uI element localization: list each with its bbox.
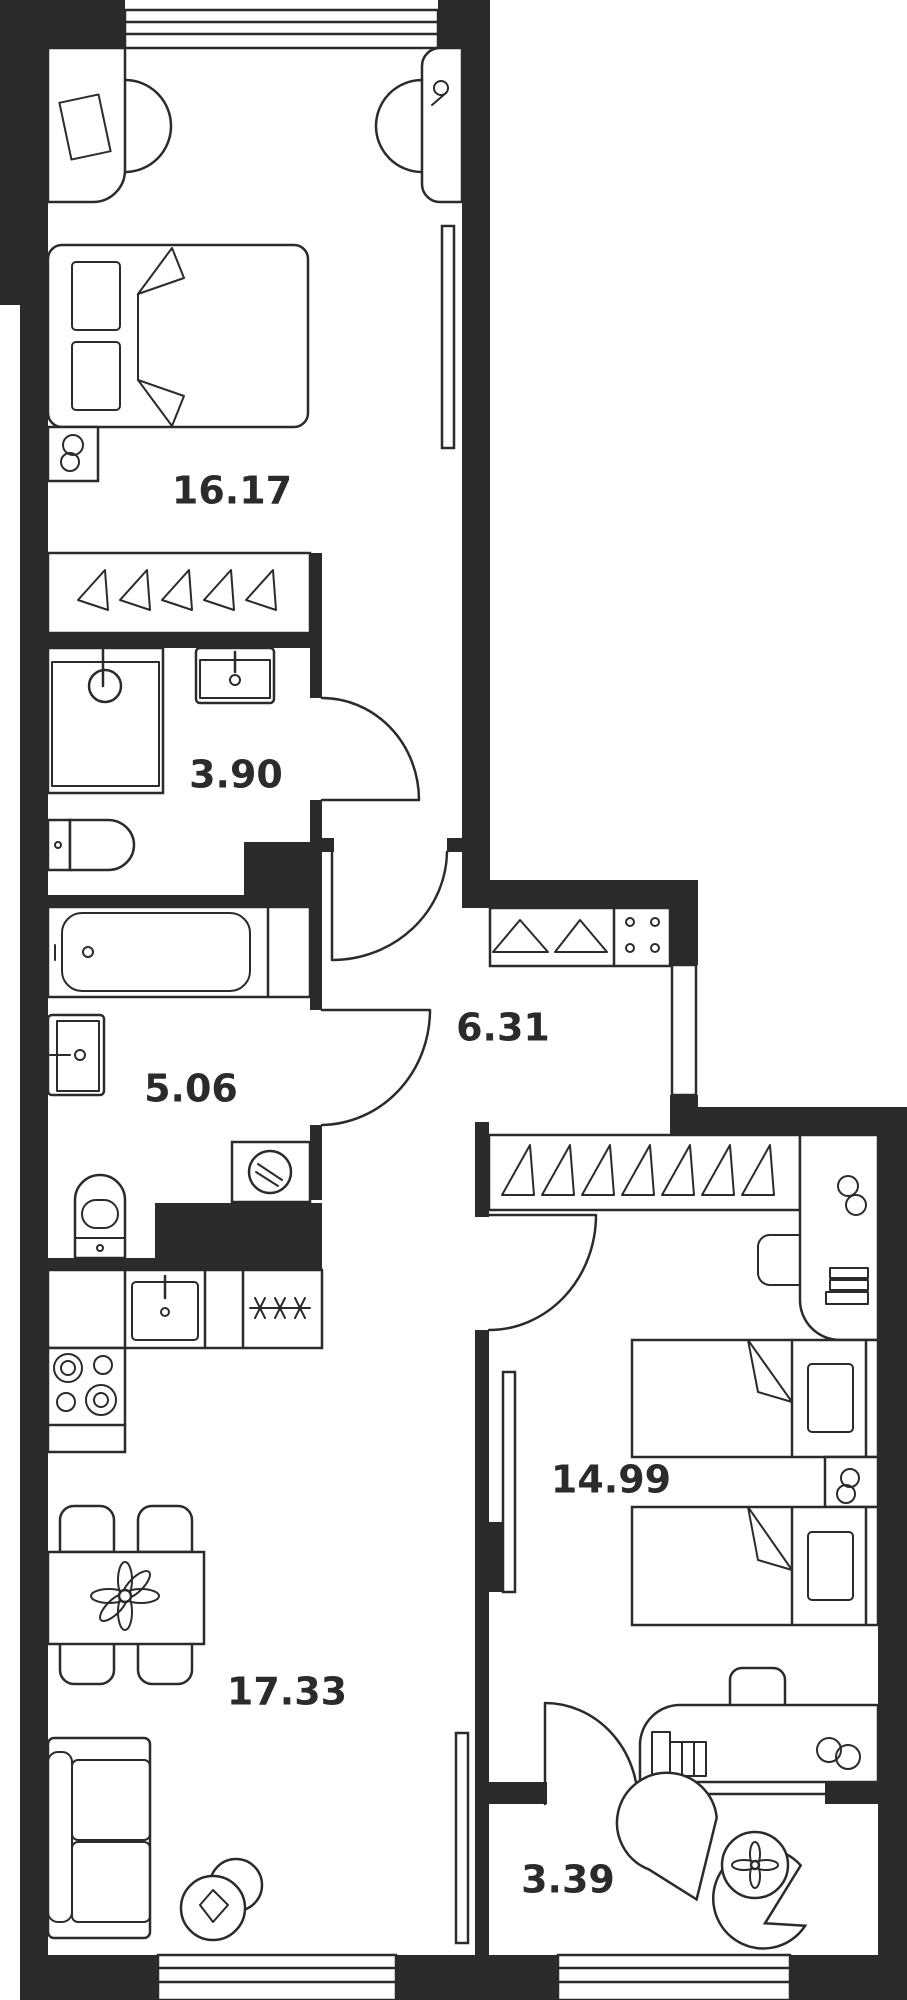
bedroom-2-furniture: [487, 1133, 880, 1796]
balcony-furniture: [615, 1771, 808, 1950]
area-label-hallway: 6.31: [456, 1006, 550, 1050]
hallway-wardrobe: [488, 906, 672, 968]
area-label-balcony: 3.39: [521, 1858, 615, 1902]
kitchen-living-furniture: [46, 1268, 324, 1942]
area-label-bedroom-2: 14.99: [551, 1458, 671, 1502]
area-label-bathroom-2: 5.06: [144, 1067, 238, 1111]
bathroom-1-fixtures: [46, 646, 276, 872]
area-label-kitchen-living: 17.33: [227, 1670, 347, 1714]
area-label-bedroom-1: 16.17: [172, 469, 292, 513]
bathroom-2-fixtures: [46, 905, 312, 1260]
area-label-bathroom-1: 3.90: [189, 753, 283, 797]
bedroom-1-furniture: [46, 46, 464, 635]
area-labels: 16.17 3.90 6.31 5.06 14.99 17.33 3.39: [144, 469, 671, 1902]
windows: [123, 8, 792, 2000]
